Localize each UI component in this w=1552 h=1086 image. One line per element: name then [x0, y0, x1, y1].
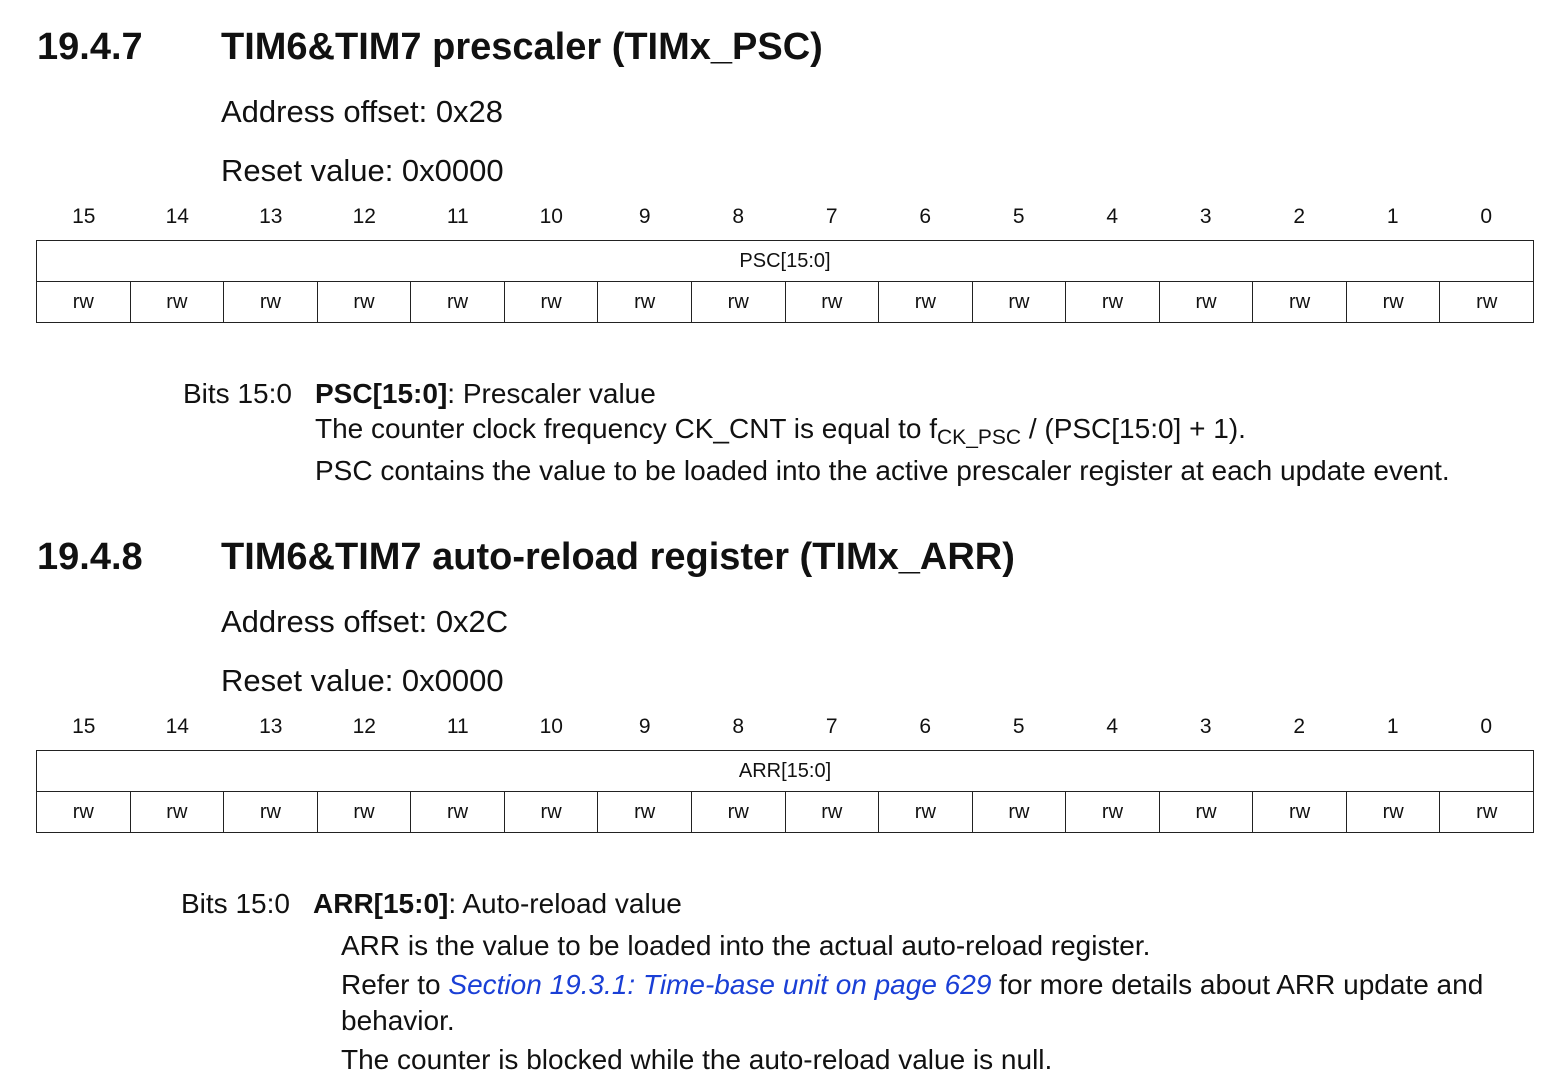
access-cell: rw [129, 791, 225, 833]
bit-numbers: 15 14 13 12 11 10 9 8 7 6 5 4 3 2 1 0 [37, 714, 1533, 740]
access-cell: rw [410, 791, 505, 833]
section-title: TIM6&TIM7 prescaler (TIMx_PSC) [221, 26, 823, 68]
access-cell: rw [784, 281, 880, 323]
description-text: / (PSC[15:0] + 1). [1021, 413, 1246, 444]
bit-number: 10 [539, 205, 563, 228]
section-link[interactable]: Section 19.3.1: Time-base unit on page 6… [448, 969, 992, 1000]
bits-label: Bits 15:0 [183, 378, 292, 409]
bit-number: 12 [352, 715, 376, 738]
access-cell: rw [1158, 791, 1254, 833]
bit-number: 7 [825, 715, 838, 738]
bit-number: 5 [1012, 205, 1025, 228]
bit-number: 7 [825, 205, 838, 228]
register-field: PSC[15:0] [36, 240, 1534, 282]
access-cell: rw [129, 281, 225, 323]
bit-number: 1 [1386, 715, 1399, 738]
access-cell: rw [1345, 281, 1441, 323]
access-cell: rw [690, 791, 786, 833]
field-summary: : Auto-reload value [448, 888, 682, 919]
bit-number: 1 [1386, 205, 1399, 228]
access-cell: rw [410, 281, 505, 323]
reset-value: Reset value: 0x0000 [221, 153, 504, 188]
bit-number: 2 [1293, 205, 1306, 228]
access-cell: rw [316, 791, 412, 833]
description-line: behavior. [341, 1005, 455, 1036]
bits-label: Bits 15:0 [181, 888, 290, 919]
access-cell: rw [690, 281, 786, 323]
bit-number: 8 [732, 715, 745, 738]
access-cell: rw [503, 281, 599, 323]
reset-value: Reset value: 0x0000 [221, 663, 504, 698]
bit-number: 10 [539, 715, 563, 738]
description-line: Refer to Section 19.3.1: Time-base unit … [341, 968, 1483, 1002]
bit-number: 11 [446, 715, 469, 738]
bit-number: 14 [165, 715, 189, 738]
field-description: ARR[15:0]: Auto-reload value [313, 887, 682, 921]
access-cell: rw [597, 791, 692, 833]
access-cell: rw [36, 281, 131, 323]
bit-number: 13 [259, 205, 283, 228]
access-cell: rw [971, 281, 1067, 323]
section-number: 19.4.7 [37, 26, 143, 68]
bit-number: 6 [919, 715, 932, 738]
access-cell: rw [223, 281, 318, 323]
register-table: ARR[15:0] rw rw rw rw rw rw rw rw rw rw … [36, 750, 1534, 833]
bit-number: 4 [1106, 205, 1119, 228]
access-cell: rw [1065, 281, 1160, 323]
description-line: ARR is the value to be loaded into the a… [341, 930, 1151, 961]
description-text: The counter clock frequency CK_CNT is eq… [315, 413, 938, 444]
access-cell: rw [784, 791, 880, 833]
access-cell: rw [223, 791, 318, 833]
bit-number: 14 [165, 205, 189, 228]
bit-number: 3 [1199, 715, 1212, 738]
bit-number: 4 [1106, 715, 1119, 738]
bit-number: 15 [72, 715, 96, 738]
access-cell: rw [597, 281, 692, 323]
section-number: 19.4.8 [37, 536, 143, 578]
description-line: The counter is blocked while the auto-re… [341, 1044, 1053, 1075]
access-cell: rw [503, 791, 599, 833]
bit-number: 9 [638, 715, 651, 738]
access-cell: rw [971, 791, 1067, 833]
bit-number: 6 [919, 205, 932, 228]
bit-number: 13 [259, 715, 283, 738]
bit-numbers: 15 14 13 12 11 10 9 8 7 6 5 4 3 2 1 0 [37, 204, 1533, 230]
subscript-text: CK_PSC [937, 426, 1022, 449]
description-line: The counter clock frequency CK_CNT is eq… [315, 412, 1246, 449]
access-cell: rw [1065, 791, 1160, 833]
bit-number: 12 [352, 205, 376, 228]
access-cell: rw [1439, 281, 1534, 323]
access-cell: rw [1158, 281, 1254, 323]
bit-number: 0 [1480, 205, 1493, 228]
bit-number: 5 [1012, 715, 1025, 738]
access-cell: rw [878, 281, 973, 323]
bit-number: 11 [446, 205, 469, 228]
access-cell: rw [1345, 791, 1441, 833]
bit-number: 9 [638, 205, 651, 228]
register-table: PSC[15:0] rw rw rw rw rw rw rw rw rw rw … [36, 240, 1534, 323]
access-cell: rw [1252, 791, 1347, 833]
field-description: PSC[15:0]: Prescaler value [315, 377, 656, 411]
field-name: ARR[15:0] [313, 888, 449, 919]
access-cell: rw [316, 281, 412, 323]
field-summary: : Prescaler value [447, 378, 656, 409]
description-text: for more details about ARR update and [991, 969, 1484, 1000]
register-field: ARR[15:0] [36, 750, 1534, 792]
access-cell: rw [1252, 281, 1347, 323]
bit-number: 2 [1293, 715, 1306, 738]
bit-number: 15 [72, 205, 96, 228]
access-cell: rw [36, 791, 131, 833]
bit-number: 3 [1199, 205, 1212, 228]
field-name: PSC[15:0] [315, 378, 448, 409]
bit-number: 0 [1480, 715, 1493, 738]
access-cell: rw [1439, 791, 1534, 833]
section-title: TIM6&TIM7 auto-reload register (TIMx_ARR… [221, 536, 1015, 578]
address-offset: Address offset: 0x28 [221, 94, 504, 129]
description-line: PSC contains the value to be loaded into… [315, 455, 1450, 486]
address-offset: Address offset: 0x2C [221, 604, 509, 639]
description-text: Refer to [341, 969, 449, 1000]
bit-number: 8 [732, 205, 745, 228]
access-cell: rw [878, 791, 973, 833]
